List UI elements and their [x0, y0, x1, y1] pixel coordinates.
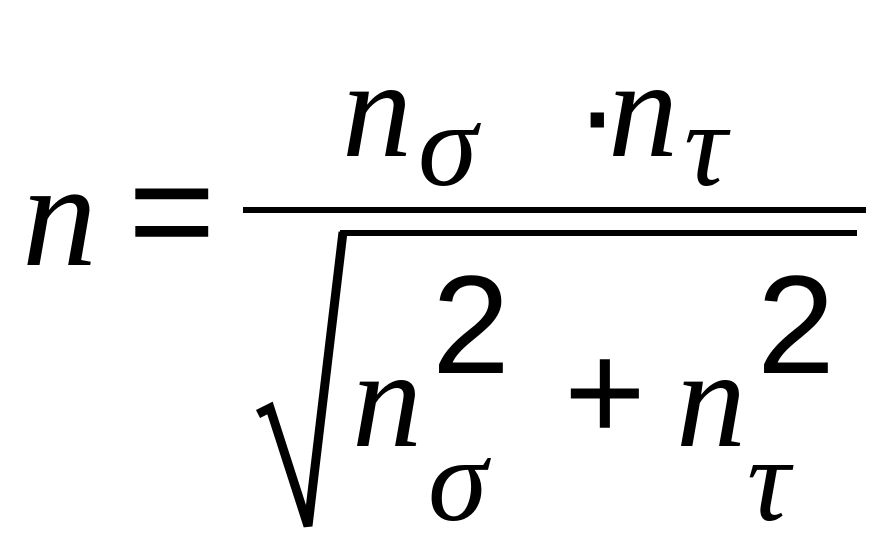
numerator-base-1: n — [342, 32, 412, 187]
denominator-term-1-subscript: σ — [428, 413, 488, 546]
denominator-term-1-base: n — [352, 322, 422, 477]
numerator-subscript-1: σ — [418, 78, 478, 211]
fraction-bar — [243, 207, 866, 213]
radical-sign-icon — [255, 231, 348, 528]
numerator-subscript-2: τ — [684, 78, 727, 211]
denominator-term-2-subscript: τ — [747, 413, 790, 546]
radical-vinculum — [340, 230, 857, 236]
equals-sign: = — [128, 126, 216, 294]
lhs-variable: n — [22, 132, 97, 298]
denominator-term-2-base: n — [676, 322, 746, 477]
plus-sign: + — [564, 313, 646, 470]
multiplication-dot: · — [574, 31, 621, 188]
numerator-base-2: n — [608, 32, 678, 187]
denominator-term-2-exponent: 2 — [757, 246, 835, 403]
denominator-term-1-exponent: 2 — [432, 246, 510, 403]
